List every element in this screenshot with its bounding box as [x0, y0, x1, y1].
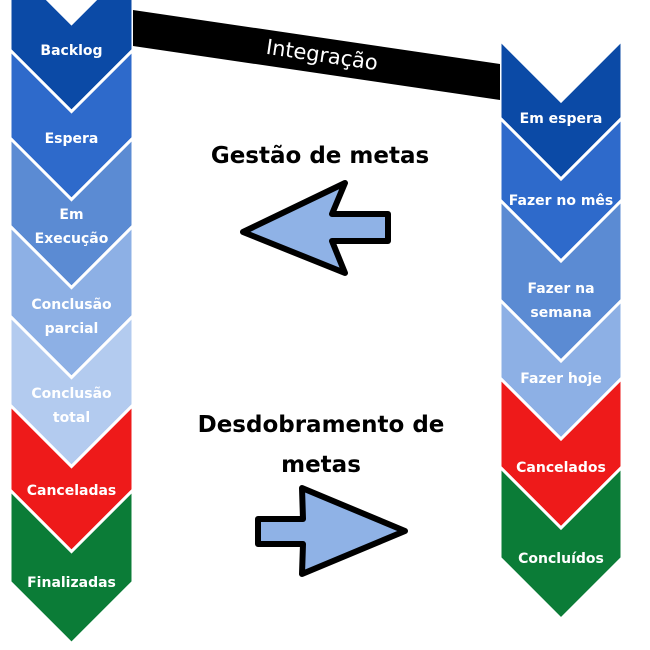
- left-column-stages: BacklogEsperaEmExecuçãoConclusãoparcialC…: [8, 0, 135, 646]
- left-stage-label: Canceladas: [27, 483, 117, 499]
- left-stage-label: Finalizadas: [27, 575, 116, 591]
- right-stage-label: Fazer no mês: [509, 193, 614, 209]
- left-stage-label: Em: [59, 207, 83, 223]
- left-stage-label: total: [53, 410, 90, 426]
- right-stage-label: Em espera: [520, 111, 603, 127]
- breakdown-title-line2: metas: [281, 452, 361, 478]
- right-stage-label: Cancelados: [516, 460, 606, 476]
- breakdown-title-line1: Desdobramento de: [198, 412, 445, 438]
- arrow-right-icon: [255, 485, 408, 577]
- left-stage-label: Conclusão: [31, 386, 112, 402]
- left-stage: Conclusão total: [8, 312, 135, 469]
- left-stage-label: Backlog: [40, 43, 102, 59]
- integration-band-shape: [133, 10, 500, 100]
- left-stage-label: Execução: [35, 231, 109, 247]
- left-chevron-shape: [8, 486, 135, 646]
- integration-band: Integração: [133, 10, 500, 100]
- left-stage-label: Conclusão: [31, 297, 112, 313]
- right-stage-label: Concluídos: [518, 551, 604, 567]
- management-title: Gestão de metas: [211, 143, 429, 169]
- right-stage-label: Fazer na: [527, 281, 594, 297]
- left-stage: Finalizadas: [8, 486, 135, 646]
- arrow-left-icon: [240, 180, 391, 276]
- right-chevron-shape: [498, 463, 624, 622]
- left-stage-label: Espera: [45, 131, 99, 147]
- left-stage-label: parcial: [45, 321, 99, 337]
- right-stage: Concluídos: [498, 463, 624, 622]
- right-stage-label: semana: [530, 305, 591, 321]
- right-stage-label: Fazer hoje: [520, 371, 602, 387]
